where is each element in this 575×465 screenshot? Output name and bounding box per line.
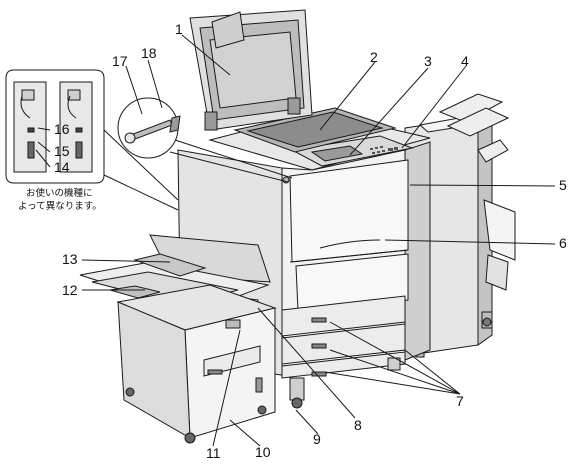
callout-3: 3 <box>424 53 432 69</box>
inset-note-line-1: お使いの機種に <box>26 187 93 199</box>
port-detail-inset <box>5 69 105 184</box>
callout-1: 1 <box>175 21 183 37</box>
document-cover <box>189 9 313 131</box>
circle-pointer <box>169 139 293 183</box>
stylus-detail-circle <box>117 97 181 159</box>
control-panel <box>290 135 414 167</box>
callout-5: 5 <box>559 177 567 193</box>
callout-numbers: 1 2 3 4 5 6 7 8 9 10 11 12 13 14 15 16 1… <box>54 21 567 461</box>
inset-pointer <box>103 129 179 211</box>
callout-8: 8 <box>354 417 362 433</box>
callout-15: 15 <box>54 143 70 159</box>
callout-11: 11 <box>206 445 221 461</box>
callout-12: 12 <box>62 282 78 298</box>
callout-14: 14 <box>54 159 70 175</box>
high-capacity-feeder <box>116 284 277 444</box>
callout-7: 7 <box>456 393 464 409</box>
inset-note-line-2: よって異なります。 <box>18 201 102 212</box>
callout-2: 2 <box>370 49 378 65</box>
callout-6: 6 <box>559 235 567 251</box>
callout-13: 13 <box>62 251 78 267</box>
leader-lines <box>35 34 556 447</box>
callout-17: 17 <box>112 53 128 69</box>
callout-4: 4 <box>461 53 469 69</box>
callout-16: 16 <box>54 121 70 137</box>
inset-note: お使いの機種に よって異なります。 <box>18 187 102 212</box>
callout-18: 18 <box>141 45 157 61</box>
callout-10: 10 <box>255 444 271 460</box>
callout-9: 9 <box>313 431 321 447</box>
